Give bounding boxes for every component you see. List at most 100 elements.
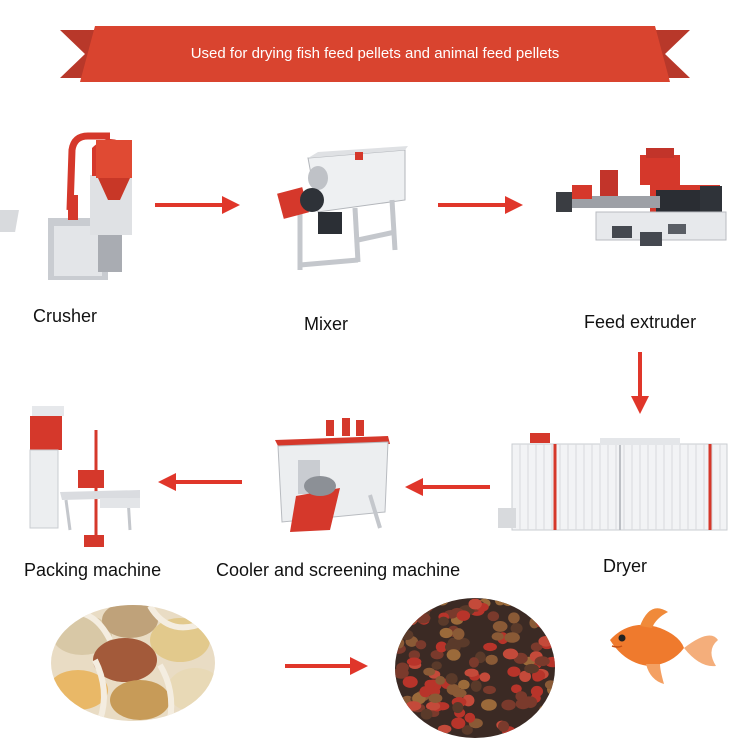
pellet bbox=[415, 726, 426, 738]
pellet bbox=[452, 701, 464, 714]
pellet bbox=[435, 641, 448, 653]
pellet bbox=[420, 708, 433, 720]
pellet bbox=[515, 698, 531, 710]
pellet bbox=[491, 632, 504, 641]
pellet bbox=[508, 612, 520, 624]
pellet bbox=[395, 612, 407, 623]
arrow-extruder-to-dryer bbox=[631, 352, 649, 414]
pellet bbox=[417, 600, 434, 613]
pellet bbox=[481, 699, 497, 711]
pellet bbox=[416, 598, 431, 605]
arrow-mixer-to-extruder bbox=[438, 196, 523, 214]
pellet bbox=[406, 657, 422, 666]
banner-title: Used for drying fish feed pellets and an… bbox=[190, 45, 560, 62]
pellet bbox=[502, 648, 519, 660]
pellet bbox=[548, 598, 555, 607]
pellet bbox=[423, 667, 436, 676]
pellet bbox=[464, 712, 476, 723]
pellet bbox=[483, 685, 496, 695]
pellet bbox=[502, 598, 515, 607]
label-cooler-screening: Cooler and screening machine bbox=[216, 560, 461, 580]
pellet bbox=[456, 610, 471, 621]
pellet bbox=[492, 620, 508, 632]
banner bbox=[60, 26, 690, 82]
pellet bbox=[495, 598, 506, 606]
pellet bbox=[529, 617, 540, 629]
pellet bbox=[530, 642, 543, 652]
pellet bbox=[445, 673, 458, 685]
cooler-screening-icon bbox=[275, 418, 390, 532]
feed-pellets-icon bbox=[395, 598, 555, 738]
label-mixer: Mixer bbox=[304, 314, 348, 334]
pellet bbox=[546, 630, 555, 642]
pellet bbox=[545, 598, 555, 606]
pellet bbox=[540, 704, 555, 714]
pellet bbox=[461, 725, 473, 735]
pellet bbox=[407, 612, 418, 624]
pellet bbox=[515, 729, 527, 738]
pellet bbox=[544, 680, 555, 690]
pellet bbox=[439, 627, 453, 639]
pellet bbox=[464, 668, 479, 678]
pellet bbox=[479, 672, 491, 682]
arrow-cooler-to-packing bbox=[158, 473, 242, 491]
pellet bbox=[437, 724, 452, 734]
label-crusher: Crusher bbox=[33, 306, 98, 326]
arrow-dryer-to-cooler bbox=[405, 478, 490, 496]
pellet bbox=[438, 616, 449, 626]
pellet bbox=[451, 717, 466, 729]
mixer-icon bbox=[277, 146, 408, 270]
pellet bbox=[446, 649, 461, 661]
packing-machine-icon bbox=[29, 406, 140, 547]
pellet bbox=[504, 632, 520, 643]
pellet bbox=[539, 607, 552, 617]
pellet bbox=[405, 701, 422, 711]
pellet bbox=[524, 663, 540, 674]
pellet bbox=[415, 640, 427, 650]
pellet bbox=[428, 693, 443, 704]
pellet bbox=[498, 720, 510, 732]
pellet bbox=[470, 680, 482, 692]
pellet bbox=[402, 676, 418, 688]
pellet bbox=[405, 604, 417, 614]
pellet bbox=[430, 650, 444, 660]
pellet bbox=[395, 637, 405, 649]
pellet bbox=[405, 601, 419, 612]
pellet bbox=[539, 704, 552, 714]
pellet bbox=[435, 675, 446, 685]
pellet bbox=[530, 685, 544, 697]
crusher-icon bbox=[0, 132, 132, 280]
pellet bbox=[468, 657, 480, 668]
pellet bbox=[431, 661, 442, 670]
pellet bbox=[400, 629, 414, 640]
pellet bbox=[458, 679, 470, 690]
label-feed-extruder: Feed extruder bbox=[584, 312, 697, 332]
pellet bbox=[485, 654, 498, 665]
label-packing-machine: Packing machine bbox=[24, 560, 162, 580]
goldfish-icon bbox=[610, 608, 718, 684]
pellet bbox=[446, 684, 461, 696]
pellet bbox=[419, 686, 432, 698]
pellet bbox=[534, 656, 550, 667]
pellet bbox=[468, 598, 482, 610]
pellet bbox=[538, 635, 554, 647]
arrow-grains-to-pellets bbox=[285, 657, 368, 675]
label-dryer: Dryer bbox=[603, 556, 647, 576]
pellet bbox=[454, 637, 470, 648]
pellet bbox=[487, 611, 500, 622]
pellet bbox=[501, 699, 516, 711]
pellet bbox=[536, 617, 548, 628]
pellet bbox=[424, 679, 436, 689]
raw-grains-sacks-icon bbox=[51, 605, 215, 721]
pellet bbox=[541, 720, 555, 732]
pellet bbox=[405, 613, 418, 626]
arrow-crusher-to-mixer bbox=[155, 196, 240, 214]
pellet bbox=[483, 642, 497, 652]
pellet bbox=[452, 628, 465, 640]
pellet bbox=[415, 612, 431, 624]
pellet bbox=[408, 650, 421, 660]
pellet bbox=[519, 670, 532, 682]
pellet bbox=[396, 662, 409, 673]
pellet bbox=[395, 644, 406, 654]
